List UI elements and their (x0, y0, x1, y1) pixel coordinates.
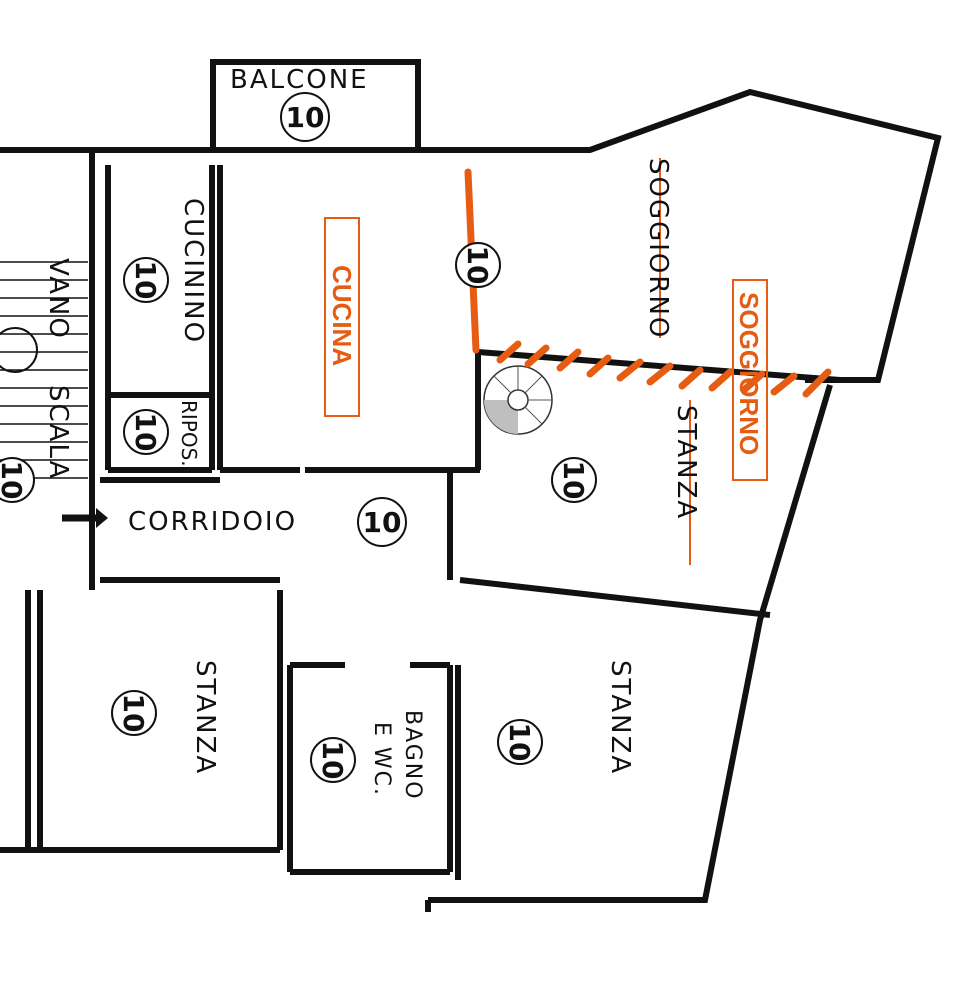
bagno-wc-label: E WC. (369, 722, 394, 797)
badge-stanza-destra-number: 10 (503, 723, 536, 762)
spiral-stair-icon (483, 365, 553, 435)
balcony-wall (210, 59, 421, 150)
stair-treads (0, 261, 88, 479)
badge-vano-scala: 10 (0, 457, 35, 503)
bagno-label: BAGNO (400, 710, 425, 801)
stair-well-circle (0, 327, 38, 373)
soggiorno-label: SOGGIORNO (643, 158, 673, 339)
badge-cucina-area: 10 (455, 242, 501, 288)
cucina-label-box (324, 217, 360, 417)
badge-cucinino: 10 (123, 257, 169, 303)
cucina-annotation: CUCINA (327, 265, 357, 366)
stanza-centrale-label: STANZA (671, 405, 701, 520)
badge-stanza-sinistra-number: 10 (117, 694, 150, 733)
demolition-hatch (496, 340, 832, 398)
badge-corridoio-number: 10 (363, 506, 402, 539)
corridor-bottom-right (459, 577, 771, 618)
ripostiglio-label: RIPOS. (177, 400, 201, 467)
badge-bagno-number: 10 (316, 741, 349, 780)
badge-cucinino-number: 10 (129, 261, 162, 300)
vano-label: VANO (43, 258, 73, 340)
soggiorno-label-box (732, 279, 768, 481)
entrance-arrow-icon (62, 508, 108, 528)
badge-stanza-centrale-number: 10 (557, 461, 590, 500)
balcone-label: BALCONE (230, 65, 369, 95)
badge-ripostiglio: 10 (123, 409, 169, 455)
badge-stanza-sinistra: 10 (111, 690, 157, 736)
badge-cucina-area-number: 10 (461, 246, 494, 285)
top-outer-wall (0, 88, 942, 383)
badge-balcone: 10 (280, 92, 330, 142)
badge-stanza-destra: 10 (497, 719, 543, 765)
stanza-sinistra-label: STANZA (190, 660, 220, 775)
badge-bagno: 10 (310, 737, 356, 783)
cucinino-label: CUCININO (178, 198, 208, 344)
badge-corridoio: 10 (357, 497, 407, 547)
badge-stanza-centrale: 10 (551, 457, 597, 503)
right-outer-wall (428, 384, 833, 903)
soggiorno-annotation: SOGGIORNO (734, 292, 764, 455)
scala-label: SCALA (43, 385, 73, 480)
orange-markup: CUCINA SOGGIORNO (324, 158, 832, 565)
stanza-destra-label: STANZA (605, 660, 635, 775)
corridoio-label: CORRIDOIO (128, 507, 297, 537)
badge-vano-scala-number: 10 (0, 461, 28, 500)
badge-balcone-number: 10 (286, 101, 325, 134)
walls (0, 59, 942, 912)
badge-ripostiglio-number: 10 (129, 413, 162, 452)
